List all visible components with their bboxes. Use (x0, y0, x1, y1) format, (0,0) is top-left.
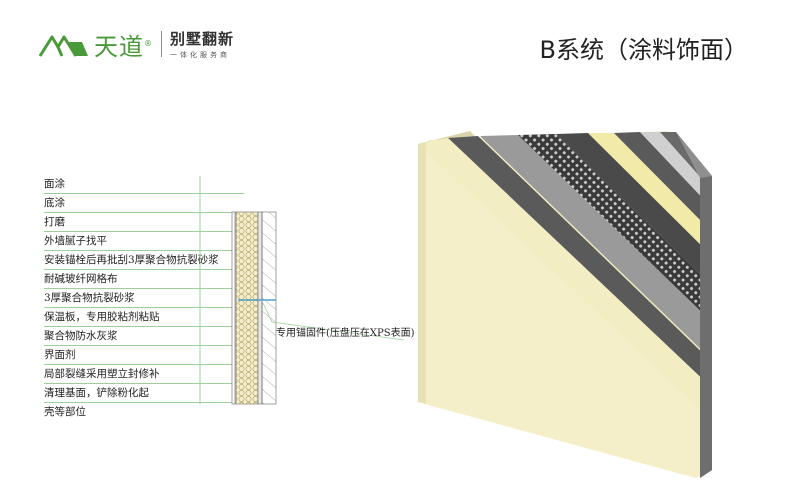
layer-label: 壳等部位 (44, 406, 86, 418)
layer-label: 安装锚栓后再批刮3厚聚合物抗裂砂浆 (44, 251, 244, 270)
layer-label: 底涂 (44, 194, 244, 213)
anchor-label: 专用锚固件(压盘压在XPS表面) (276, 328, 415, 339)
brand-name: 天道® (94, 32, 153, 61)
layer-label: 3厚聚合物抗裂砂浆 (44, 289, 244, 308)
wall-render (418, 131, 712, 478)
cross-section-detail (231, 211, 277, 405)
layer-label: 界面剂 (44, 346, 244, 365)
layer-label: 耐碱玻纤网格布 (44, 270, 244, 289)
anchor-leader-line (261, 300, 405, 341)
layer-label: 清理基面，铲除粉化起 (44, 384, 244, 403)
tagline-block: 别墅翻新 一体化服务商 (170, 28, 234, 60)
tagline: 别墅翻新 (170, 30, 235, 48)
layer-label: 打磨 (44, 213, 244, 232)
layer-label: 保温板，专用胶粘剂粘贴 (44, 308, 244, 327)
layer-list: 面涂 底涂 打磨 外墙腻子找平 安装锚栓后再批刮3厚聚合物抗裂砂浆 耐碱玻纤网格… (44, 175, 244, 421)
layer-label: 局部裂缝采用塑立封修补 (44, 365, 244, 384)
layer-label: 外墙腻子找平 (44, 232, 244, 251)
logo: 天道® 别墅翻新 一体化服务商 (38, 28, 234, 61)
layer-label: 面涂 (44, 175, 244, 194)
tagline-sub: 一体化服务商 (170, 51, 230, 59)
house-logo-icon (38, 35, 88, 57)
layer-label: 聚合物防水灰浆 (44, 327, 244, 346)
registered-mark: ® (144, 38, 153, 48)
page-title: B系统（涂料饰面） (539, 36, 748, 64)
logo-separator (161, 31, 162, 57)
